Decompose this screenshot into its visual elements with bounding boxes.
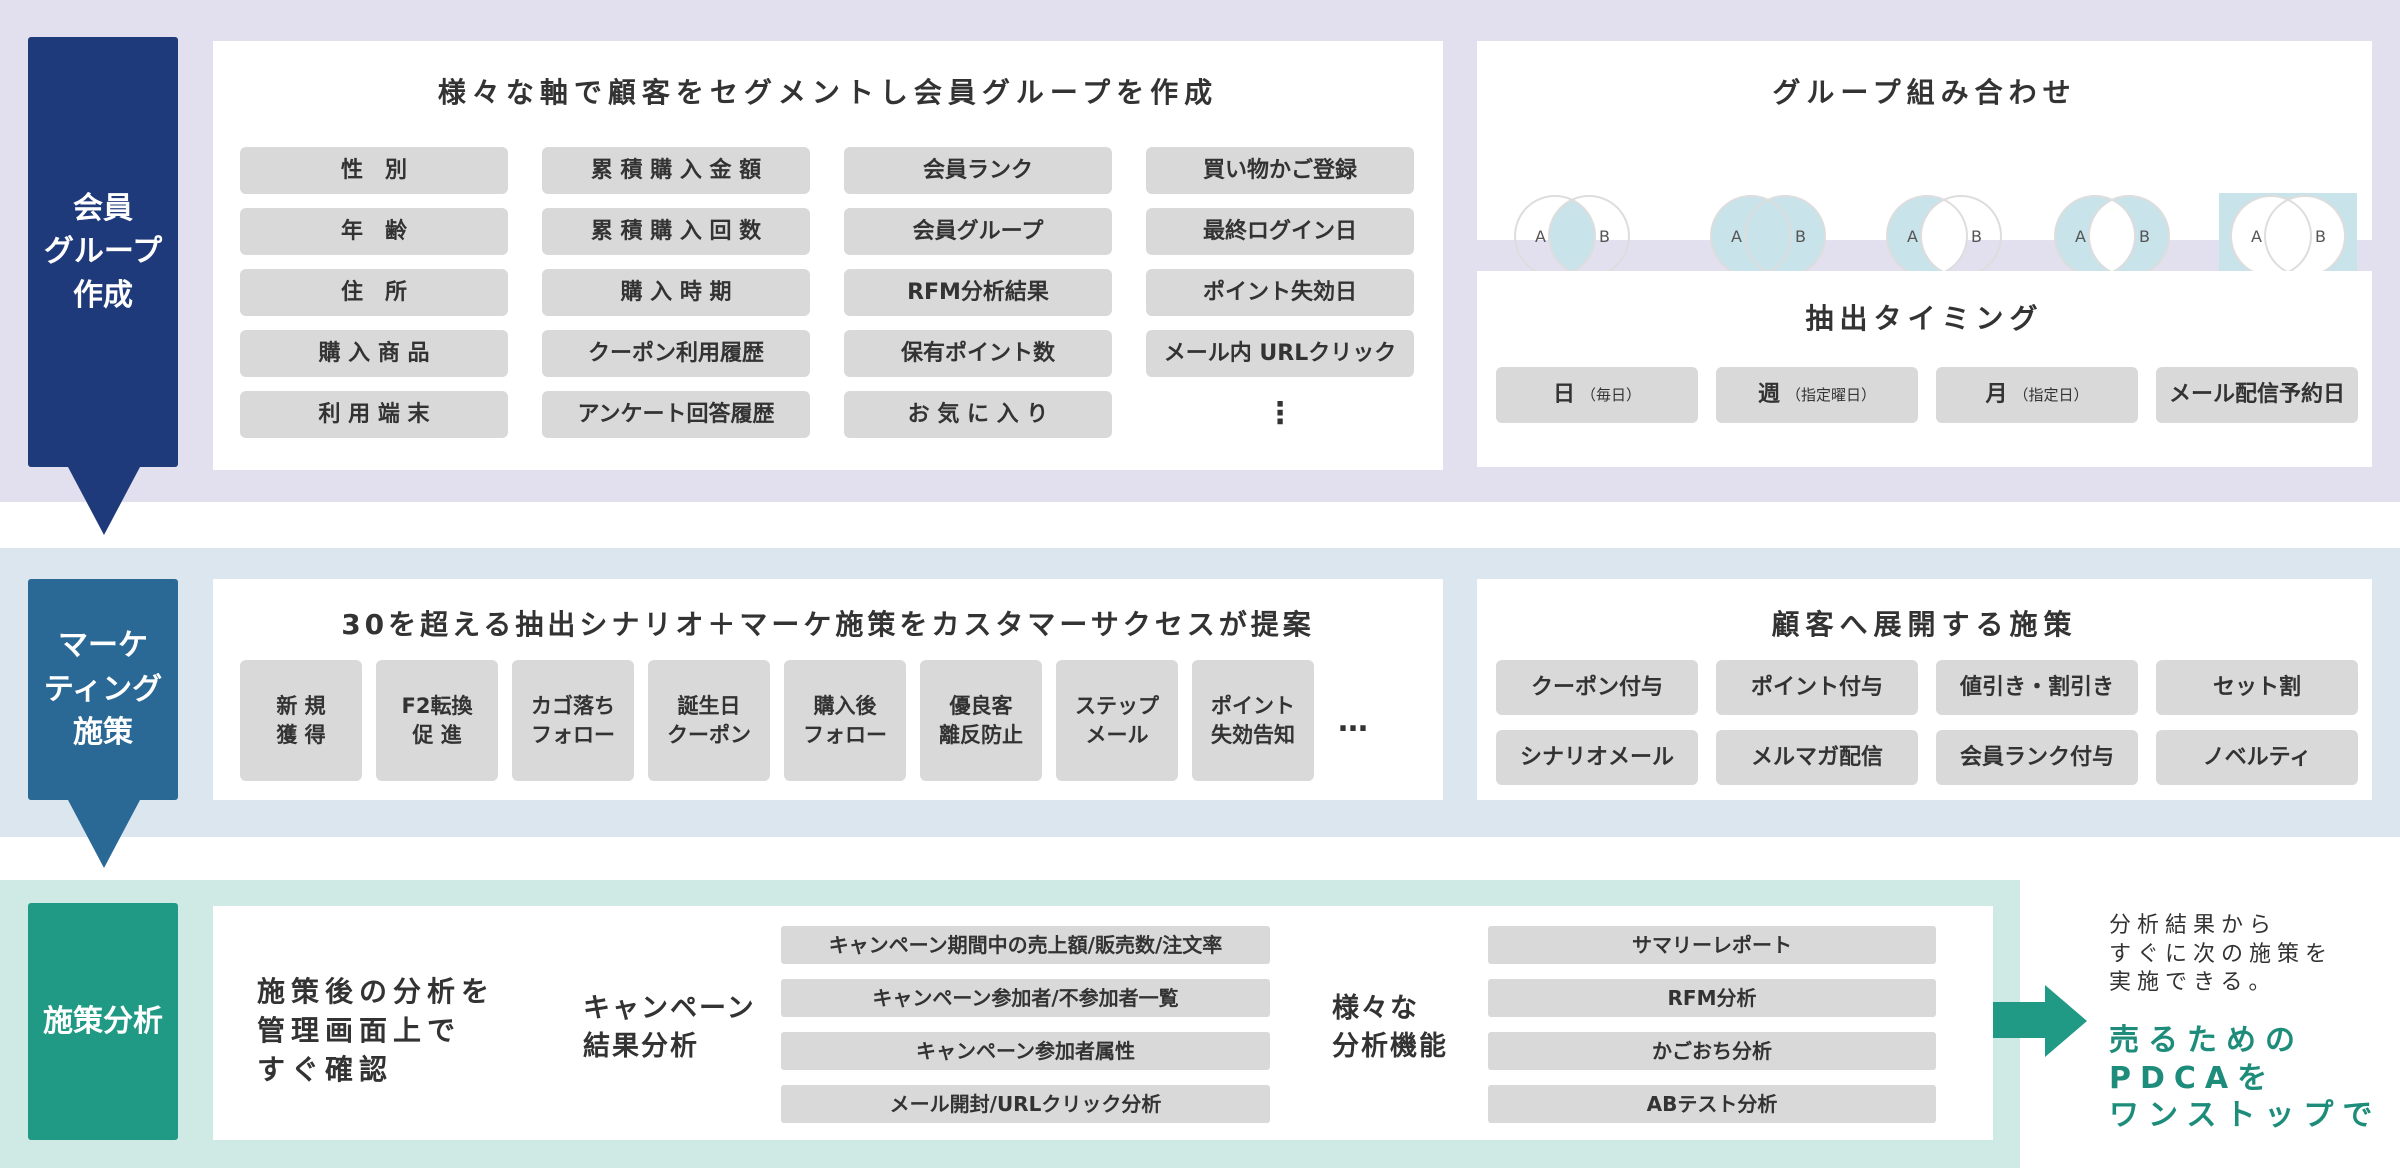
scenario-chip: F2転換 促 進 <box>376 660 498 781</box>
segment-chip: 購 入 商 品 <box>240 330 508 377</box>
scenario-chip: ステップ メール <box>1056 660 1178 781</box>
segment-chip: RFM分析結果 <box>844 269 1112 316</box>
timing-main: 日 <box>1552 382 1575 408</box>
analysis-panel: 施策後の分析を 管理画面上で すぐ確認 キャンペーン 結果分析 キャンペーン期間… <box>213 906 1993 1140</box>
conclusion-text: 分析結果から すぐに次の施策を 実施できる。 <box>2109 913 2334 996</box>
combo-panel: グループ組み合わせ A B A B A B A B A B <box>1477 41 2372 279</box>
measure-chip: クーポン付与 <box>1496 660 1698 715</box>
venn-label-a: A <box>2251 227 2262 246</box>
segment-chip: 保有ポイント数 <box>844 330 1112 377</box>
measure-chip: シナリオメール <box>1496 730 1698 785</box>
venn-label-b: B <box>2315 227 2326 246</box>
timing-sub: （毎日） <box>1581 385 1642 404</box>
campaign-item: キャンペーン参加者/不参加者一覧 <box>781 979 1270 1017</box>
timing-chip: 日 （毎日） <box>1496 367 1698 423</box>
campaign-item: キャンペーン参加者属性 <box>781 1032 1270 1070</box>
segment-chip: 累 積 購 入 金 額 <box>542 147 810 194</box>
measures-panel: 顧客へ展開する施策 クーポン付与ポイント付与値引き・割引きセット割シナリオメール… <box>1477 579 2372 800</box>
row1-label: 会員 グループ 作成 <box>28 37 178 467</box>
scenario-chip: カゴ落ち フォロー <box>512 660 634 781</box>
row3-label: 施策分析 <box>28 903 178 1140</box>
segment-chip: 利 用 端 末 <box>240 391 508 438</box>
scenario-chip: 誕生日 クーポン <box>648 660 770 781</box>
scenario-chip: 優良客 離反防止 <box>920 660 1042 781</box>
more-ellipsis: … <box>1338 704 1368 739</box>
measure-chip: セット割 <box>2156 660 2358 715</box>
arrow-down-icon <box>68 800 140 868</box>
measure-chip: ポイント付与 <box>1716 660 1918 715</box>
row2-label: マーケ ティング 施策 <box>28 579 178 800</box>
scenario-chip: ポイント 失効告知 <box>1192 660 1314 781</box>
segment-chip: 購 入 時 期 <box>542 269 810 316</box>
venn-label-a: A <box>1731 227 1742 246</box>
timing-panel: 抽出タイミング 日 （毎日） 週 （指定曜日） 月 （指定日） メール配信予約日 <box>1477 271 2372 467</box>
arrow-down-icon <box>68 467 140 535</box>
segment-chip: 最終ログイン日 <box>1146 208 1414 255</box>
arrow-right-icon <box>1993 1002 2048 1038</box>
campaign-title: キャンペーン 結果分析 <box>583 993 756 1062</box>
campaign-item: メール開封/URLクリック分析 <box>781 1085 1270 1123</box>
timing-chip: 週 （指定曜日） <box>1716 367 1918 423</box>
measure-chip: 会員ランク付与 <box>1936 730 2138 785</box>
feature-item: サマリーレポート <box>1488 926 1936 964</box>
arrow-right-head <box>2045 985 2087 1057</box>
measure-chip: メルマガ配信 <box>1716 730 1918 785</box>
features-title: 様々な 分析機能 <box>1332 993 1448 1062</box>
venn-label-b: B <box>1971 227 1982 246</box>
segment-panel: 様々な軸で顧客をセグメントし会員グループを作成 性 別年 齢住 所購 入 商 品… <box>213 41 1443 470</box>
combo-title: グループ組み合わせ <box>1772 76 2077 109</box>
venn-label-a: A <box>2075 227 2086 246</box>
analysis-intro: 施策後の分析を 管理画面上で すぐ確認 <box>257 975 496 1087</box>
segment-chip: お 気 に 入 り <box>844 391 1112 438</box>
venn-label-b: B <box>1795 227 1806 246</box>
timing-title: 抽出タイミング <box>1805 302 2044 335</box>
timing-main: 月 <box>1985 382 2008 408</box>
scenario-title: 30を超える抽出シナリオ＋マーケ施策をカスタマーサクセスが提案 <box>341 608 1315 641</box>
timing-sub: （指定日） <box>2013 385 2089 404</box>
timing-sub: （指定曜日） <box>1786 385 1877 404</box>
segment-chip: 性 別 <box>240 147 508 194</box>
segment-chip: 住 所 <box>240 269 508 316</box>
timing-main: メール配信予約日 <box>2168 382 2345 408</box>
measures-title: 顧客へ展開する施策 <box>1771 608 2078 641</box>
measure-chip: ノベルティ <box>2156 730 2358 785</box>
segment-chip: 累 積 購 入 回 数 <box>542 208 810 255</box>
venn-label-b: B <box>1599 227 1610 246</box>
segment-chip: ポイント失効日 <box>1146 269 1414 316</box>
segment-title: 様々な軸で顧客をセグメントし会員グループを作成 <box>437 76 1219 109</box>
timing-main: 週 <box>1757 382 1780 408</box>
feature-item: RFM分析 <box>1488 979 1936 1017</box>
segment-chip: メール内 URLクリック <box>1146 330 1414 377</box>
timing-chip: メール配信予約日 <box>2156 367 2358 423</box>
conclusion-highlight: 売るための PDCAを ワンストップで <box>2109 1023 2382 1133</box>
feature-item: かごおち分析 <box>1488 1032 1936 1070</box>
campaign-item: キャンペーン期間中の売上額/販売数/注文率 <box>781 926 1270 964</box>
scenario-chip: 新 規 獲 得 <box>240 660 362 781</box>
more-ellipsis: ⋮ <box>1265 396 1295 432</box>
timing-chip: 月 （指定日） <box>1936 367 2138 423</box>
venn-label-a: A <box>1907 227 1918 246</box>
segment-chip: 会員ランク <box>844 147 1112 194</box>
scenario-chip: 購入後 フォロー <box>784 660 906 781</box>
segment-chip: クーポン利用履歴 <box>542 330 810 377</box>
segment-chip: 買い物かご登録 <box>1146 147 1414 194</box>
segment-chip: 会員グループ <box>844 208 1112 255</box>
venn-label-b: B <box>2139 227 2150 246</box>
venn-label-a: A <box>1535 227 1546 246</box>
feature-item: ABテスト分析 <box>1488 1085 1936 1123</box>
segment-chip: アンケート回答履歴 <box>542 391 810 438</box>
measure-chip: 値引き・割引き <box>1936 660 2138 715</box>
segment-chip: 年 齢 <box>240 208 508 255</box>
